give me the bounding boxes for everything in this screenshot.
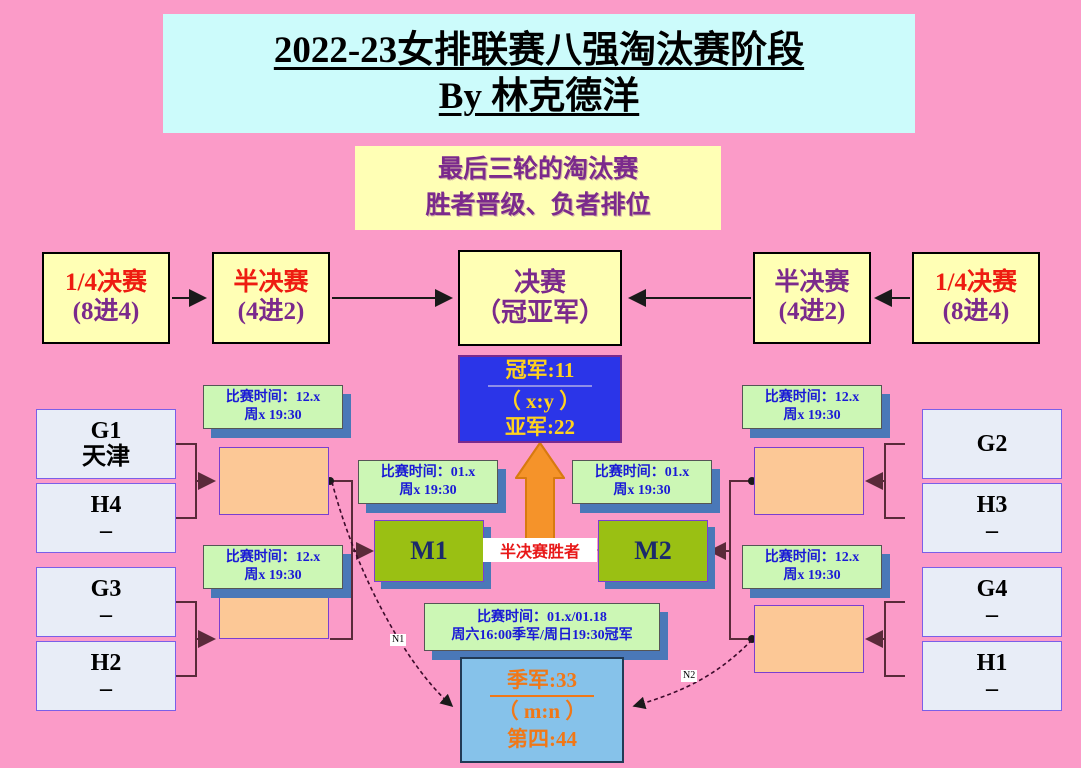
time-line-1: 比赛时间：12.x <box>225 389 321 405</box>
subtitle-box: 最后三轮的淘汰赛 胜者晋级、负者排位 <box>355 146 721 230</box>
time-label-qf-left-bottom: 比赛时间：12.x 周x 19:30 <box>203 545 343 589</box>
time-line-2: 周x 19:30 <box>244 408 302 423</box>
time-line-1: 比赛时间：12.x <box>225 549 321 565</box>
fourth-place-label: 第四:44 <box>507 726 577 751</box>
round-label-line-2: (4进2) <box>237 298 305 325</box>
time-line-1: 比赛时间：12.x <box>764 549 860 565</box>
round-label-line-2: (4进2) <box>778 298 846 325</box>
team-code: G3 <box>90 575 122 602</box>
title-line-2: By 林克德洋 <box>438 75 640 117</box>
semifinal-match-box-m1: M1 <box>374 520 484 582</box>
time-line-2: 周x 19:30 <box>399 483 457 498</box>
team-code: G2 <box>976 430 1008 457</box>
round-label-line-1: 1/4决赛 <box>65 269 147 297</box>
team-name: – <box>100 676 112 702</box>
semifinal-winner-label: 半决赛胜者 <box>483 538 597 562</box>
round-label-line-1: 半决赛 <box>774 269 850 297</box>
time-line-2: 周x 19:30 <box>783 568 841 583</box>
time-label-qf-right-bottom: 比赛时间：12.x 周x 19:30 <box>742 545 882 589</box>
team-name: 天津 <box>82 444 130 470</box>
time-line-2: 周x 19:30 <box>244 568 302 583</box>
team-name: – <box>986 602 998 628</box>
round-header-final: 决赛 （冠亚军） <box>458 250 622 346</box>
team-name: – <box>986 676 998 702</box>
round-label-line-2: (8进4) <box>942 298 1010 325</box>
champion-label: 冠军:11 <box>505 358 575 383</box>
round-label-line-1: 半决赛 <box>233 269 309 297</box>
team-box-g3: G3 – <box>36 567 176 637</box>
quarterfinal-slot-left-top <box>219 447 329 515</box>
time-line-1: 比赛时间：01.x/01.18 <box>477 609 607 625</box>
connector-label-n2: N2 <box>681 670 698 682</box>
team-box-h3: H3 – <box>922 483 1062 553</box>
team-box-g4: G4 – <box>922 567 1062 637</box>
page-title: 2022-23女排联赛八强淘汰赛阶段 By 林克德洋 <box>163 14 915 133</box>
time-line-2: 周六16:00季军/周日19:30冠军 <box>451 628 633 643</box>
third-place-score: （ m:n ） <box>497 699 587 724</box>
quarterfinal-slot-right-bottom <box>754 605 864 673</box>
runner-up-label: 亚军:22 <box>505 415 575 440</box>
round-header-semifinal-left: 半决赛 (4进2) <box>212 252 330 344</box>
team-code: H2 <box>90 649 122 676</box>
round-label-line-1: 1/4决赛 <box>935 269 1017 297</box>
team-code: G1 <box>90 417 122 444</box>
semifinal-winner-text: 半决赛胜者 <box>499 544 580 561</box>
team-box-h4: H4 – <box>36 483 176 553</box>
champion-result-box: 冠军:11 （ x:y ） 亚军:22 <box>458 355 622 443</box>
time-line-2: 周x 19:30 <box>783 408 841 423</box>
match-label: M2 <box>634 536 672 565</box>
semifinal-match-box-m2: M2 <box>598 520 708 582</box>
team-box-h2: H2 – <box>36 641 176 711</box>
team-code: H3 <box>976 491 1008 518</box>
connector-label-n1: N1 <box>390 634 407 646</box>
third-place-label: 季军:33 <box>507 668 577 693</box>
third-place-result-box: 季军:33 （ m:n ） 第四:44 <box>460 657 624 763</box>
match-label: M1 <box>410 536 448 565</box>
round-header-semifinal-right: 半决赛 (4进2) <box>753 252 871 344</box>
time-line-2: 周x 19:30 <box>613 483 671 498</box>
time-label-qf-right-top: 比赛时间：12.x 周x 19:30 <box>742 385 882 429</box>
team-name: – <box>100 518 112 544</box>
team-code: H1 <box>976 649 1008 676</box>
time-label-semifinal-left: 比赛时间：01.x 周x 19:30 <box>358 460 498 504</box>
team-box-g1: G1 天津 <box>36 409 176 479</box>
round-label-line-2: （冠亚军） <box>474 298 605 327</box>
team-name: – <box>986 518 998 544</box>
time-label-qf-left-top: 比赛时间：12.x 周x 19:30 <box>203 385 343 429</box>
team-name: – <box>100 602 112 628</box>
team-box-g2: G2 <box>922 409 1062 479</box>
champion-score: （ x:y ） <box>499 388 581 413</box>
round-header-quarterfinal-left: 1/4决赛 (8进4) <box>42 252 170 344</box>
time-line-1: 比赛时间：01.x <box>380 464 476 480</box>
subtitle-line-1: 最后三轮的淘汰赛 <box>437 155 638 183</box>
team-box-h1: H1 – <box>922 641 1062 711</box>
round-label-line-2: (8进4) <box>72 298 140 325</box>
round-header-quarterfinal-right: 1/4决赛 (8进4) <box>912 252 1040 344</box>
time-line-1: 比赛时间：12.x <box>764 389 860 405</box>
quarterfinal-slot-right-top <box>754 447 864 515</box>
team-code: G4 <box>976 575 1008 602</box>
title-line-1: 2022-23女排联赛八强淘汰赛阶段 <box>273 29 805 71</box>
team-code: H4 <box>90 491 122 518</box>
champion-divider <box>488 384 592 387</box>
subtitle-line-2: 胜者晋级、负者排位 <box>425 192 651 219</box>
time-label-final: 比赛时间：01.x/01.18 周六16:00季军/周日19:30冠军 <box>424 603 660 651</box>
round-label-line-1: 决赛 <box>513 268 566 298</box>
third-place-divider <box>490 695 594 698</box>
time-label-semifinal-right: 比赛时间：01.x 周x 19:30 <box>572 460 712 504</box>
time-line-1: 比赛时间：01.x <box>594 464 690 480</box>
